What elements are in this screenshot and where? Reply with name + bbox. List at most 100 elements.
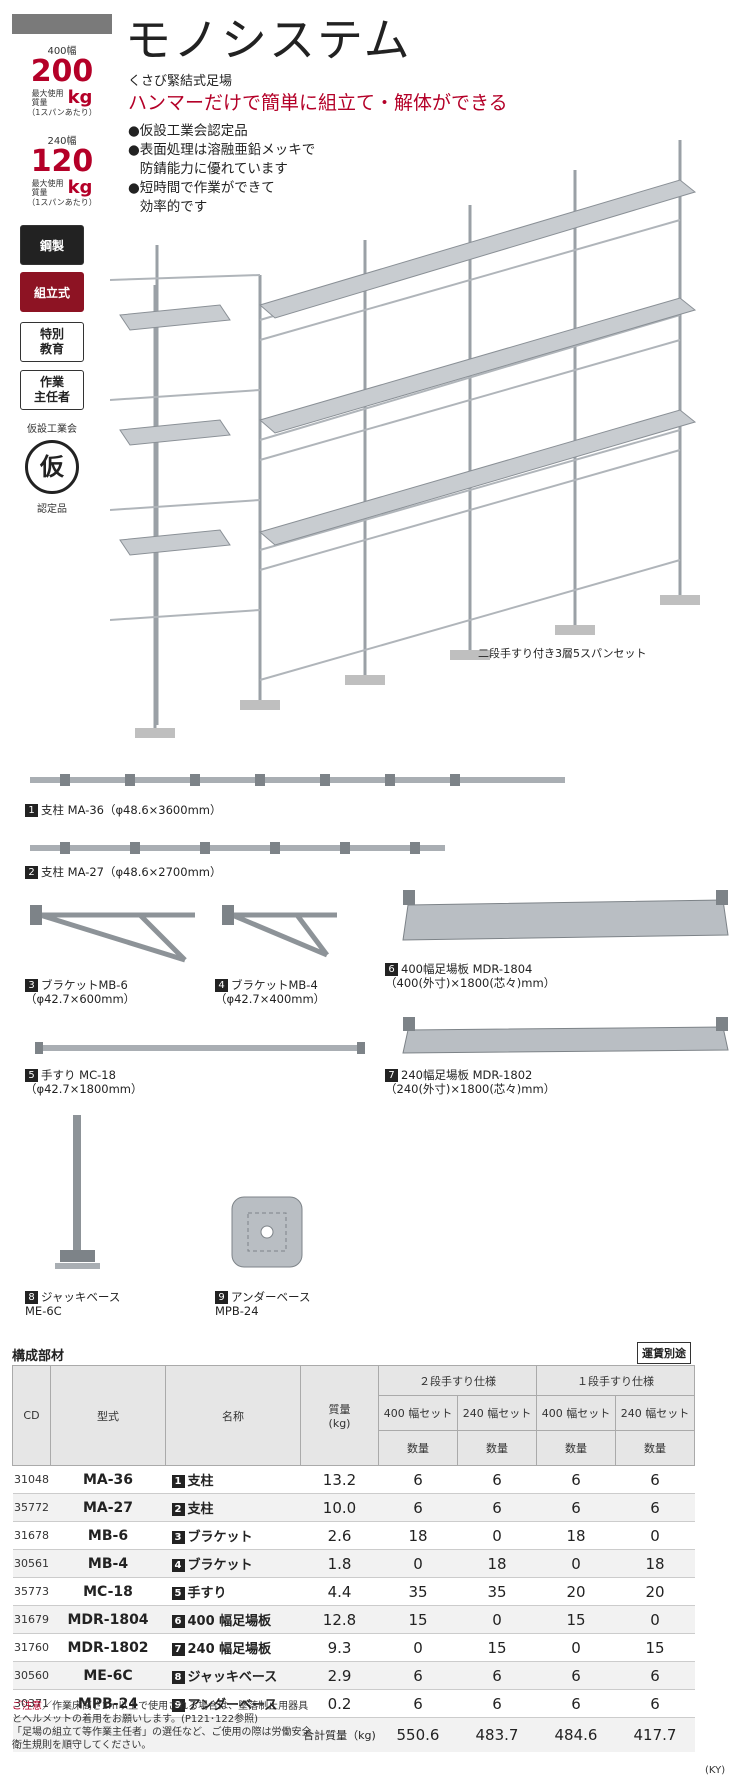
spec-400-label: 最大使用 質量 (31, 88, 64, 107)
total-label: 合計質量（kg) (300, 1717, 379, 1752)
cell-qty: 6 (536, 1661, 616, 1690)
caution-head: ご注意 (12, 1701, 42, 1712)
cell-qty: 6 (378, 1689, 458, 1718)
caution-body: ／作業床高さ2m以上で使用される場合は、墜落制止用器具とヘルメットの着用をお願い… (12, 1701, 312, 1751)
spec-240-label: 最大使用 質量 (31, 178, 64, 197)
part-mc-18-image (35, 1042, 365, 1054)
spec-400-note: （1スパンあたり） (27, 108, 97, 117)
total-value: 550.6 (378, 1717, 458, 1752)
cell-weight: 2.9 (300, 1661, 379, 1690)
spec-240-unit: kg (67, 177, 93, 198)
cell-cd: 35773 (12, 1577, 51, 1606)
page-subtitle: くさび緊結式足場 (128, 74, 233, 89)
spec-400-value: 200 (30, 54, 94, 89)
cell-qty: 0 (378, 1633, 458, 1662)
cell-qty: 35 (378, 1577, 458, 1606)
part-me-6c-image (55, 1115, 100, 1269)
cell-qty: 15 (378, 1605, 458, 1634)
header-400: 400 幅セット (378, 1395, 458, 1431)
spec-240-caption: 240幅 (47, 136, 77, 147)
total-value: 417.7 (615, 1717, 695, 1752)
feature-item: 仮設工業会認定品 (139, 123, 248, 139)
header-gray-bar (12, 14, 112, 34)
cell-model: MDR-1802 (50, 1633, 166, 1662)
header-qty: 数量 (615, 1430, 695, 1466)
cell-weight: 1.8 (300, 1549, 379, 1578)
cell-qty: 15 (536, 1605, 616, 1634)
part-mb-6-image (30, 905, 195, 963)
cell-weight: 13.2 (300, 1465, 379, 1494)
cert-mark-icon: 仮 (25, 440, 79, 494)
cell-model: MB-4 (50, 1549, 166, 1578)
cell-qty: 35 (457, 1577, 537, 1606)
spec-400: 400幅 200 最大使用 質量 kg （1スパンあたり） (12, 42, 112, 117)
cell-qty: 6 (378, 1661, 458, 1690)
cell-qty: 6 (378, 1493, 458, 1522)
spec-400-unit: kg (67, 87, 93, 108)
cell-qty: 6 (536, 1493, 616, 1522)
cell-weight: 10.0 (300, 1493, 379, 1522)
cell-qty: 0 (536, 1549, 616, 1578)
shipping-badge: 運賃別途 (637, 1342, 691, 1364)
cell-weight: 9.3 (300, 1633, 379, 1662)
cell-qty: 6 (536, 1465, 616, 1494)
total-value: 484.6 (536, 1717, 616, 1752)
cell-qty: 18 (615, 1549, 695, 1578)
tag-chief: 作業 主任者 (20, 370, 84, 410)
cell-model: MA-36 (50, 1465, 166, 1494)
spec-240: 240幅 120 最大使用 質量 kg （1スパンあたり） (12, 132, 112, 207)
header-group-2rail: ２段手すり仕様 (378, 1365, 537, 1396)
cell-cd: 31678 (12, 1521, 51, 1550)
cell-weight: 4.4 (300, 1577, 379, 1606)
cell-model: ME-6C (50, 1661, 166, 1690)
header-weight: 質量 (kg) (300, 1365, 379, 1466)
page-title: モノシステム (125, 13, 412, 67)
part-ma-27-image (30, 842, 445, 854)
footer-code: (KY) (705, 1765, 726, 1776)
cell-model: MC-18 (50, 1577, 166, 1606)
cell-qty: 0 (457, 1521, 537, 1550)
part-ma-36-image (30, 774, 565, 786)
cell-qty: 20 (615, 1577, 695, 1606)
tag-steel: 鋼製 (20, 225, 84, 265)
header-qty: 数量 (457, 1430, 537, 1466)
cell-qty: 0 (615, 1605, 695, 1634)
cell-qty: 6 (536, 1689, 616, 1718)
cell-qty: 18 (536, 1521, 616, 1550)
cell-qty: 6 (615, 1493, 695, 1522)
cell-cd: 31760 (12, 1633, 51, 1662)
header-model: 型式 (50, 1365, 166, 1466)
part-mdr-1802-image (402, 1017, 729, 1054)
part-mdr-1804-image (402, 890, 729, 941)
cell-qty: 6 (457, 1661, 537, 1690)
header-name: 名称 (165, 1365, 301, 1466)
components-table: CD 型式 名称 質量 (kg) ２段手すり仕様 １段手すり仕様 400 幅セッ… (12, 1365, 695, 1752)
header-240: 240 幅セット (457, 1395, 537, 1431)
cell-qty: 0 (615, 1521, 695, 1550)
spec-240-note: （1スパンあたり） (27, 198, 97, 207)
cell-qty: 6 (615, 1689, 695, 1718)
tag-special-education: 特別 教育 (20, 322, 84, 362)
header-400: 400 幅セット (536, 1395, 616, 1431)
cell-model: MA-27 (50, 1493, 166, 1522)
feature-item: 表面処理は溶融亜鉛メッキで 防錆能力に優れています (139, 142, 316, 177)
cell-qty: 6 (378, 1465, 458, 1494)
header-group-1rail: １段手すり仕様 (536, 1365, 695, 1396)
